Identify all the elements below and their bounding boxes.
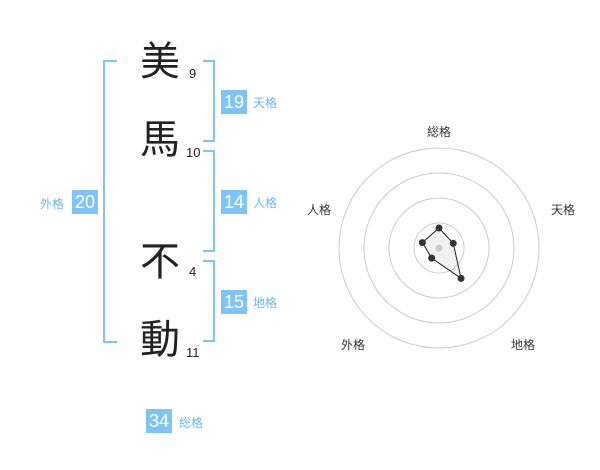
radar-point-0: [435, 224, 443, 232]
stroke-count-2: 10: [186, 145, 201, 160]
radar-point-4: [418, 239, 426, 247]
radar-axis-label-4: 人格: [307, 203, 332, 217]
chikaku-bracket: [203, 260, 215, 342]
radar-center-dot: [435, 244, 443, 252]
jinkaku-value: 14: [221, 190, 248, 214]
jinkaku-bracket: [203, 150, 215, 252]
gaikaku-bracket: [103, 60, 117, 343]
gaikaku-label: 外格: [40, 197, 65, 211]
chikaku-value: 15: [221, 290, 248, 314]
radar-ring-4: [338, 147, 540, 349]
name-char-2: 馬: [140, 117, 180, 163]
radar-ring-1: [413, 222, 465, 274]
soukaku-label: 総格: [179, 416, 204, 430]
radar-axis-label-0: 総格: [427, 125, 452, 139]
radar-point-2: [457, 274, 465, 282]
radar-axis-label-1: 天格: [551, 203, 576, 217]
soukaku-value: 34: [146, 409, 173, 433]
stroke-count-1: 9: [189, 66, 197, 81]
radar-axis-label-3: 外格: [341, 338, 366, 352]
name-char-4: 動: [140, 317, 180, 363]
stroke-count-4: 11: [186, 345, 200, 360]
radar-ring-2: [388, 197, 490, 299]
name-char-3: 不: [140, 239, 180, 285]
radar-point-3: [428, 254, 436, 262]
gaikaku-value: 20: [72, 190, 99, 214]
name-char-1: 美: [140, 39, 180, 85]
tenkaku-label: 天格: [253, 96, 278, 110]
tenkaku-value: 19: [221, 90, 248, 114]
radar-axis-label-2: 地格: [511, 338, 536, 352]
radar-point-1: [449, 239, 457, 247]
radar-ring-3: [363, 172, 515, 324]
jinkaku-label: 人格: [253, 196, 278, 210]
stroke-count-3: 4: [189, 264, 197, 279]
chikaku-label: 地格: [253, 296, 278, 310]
tenkaku-bracket: [203, 60, 215, 142]
